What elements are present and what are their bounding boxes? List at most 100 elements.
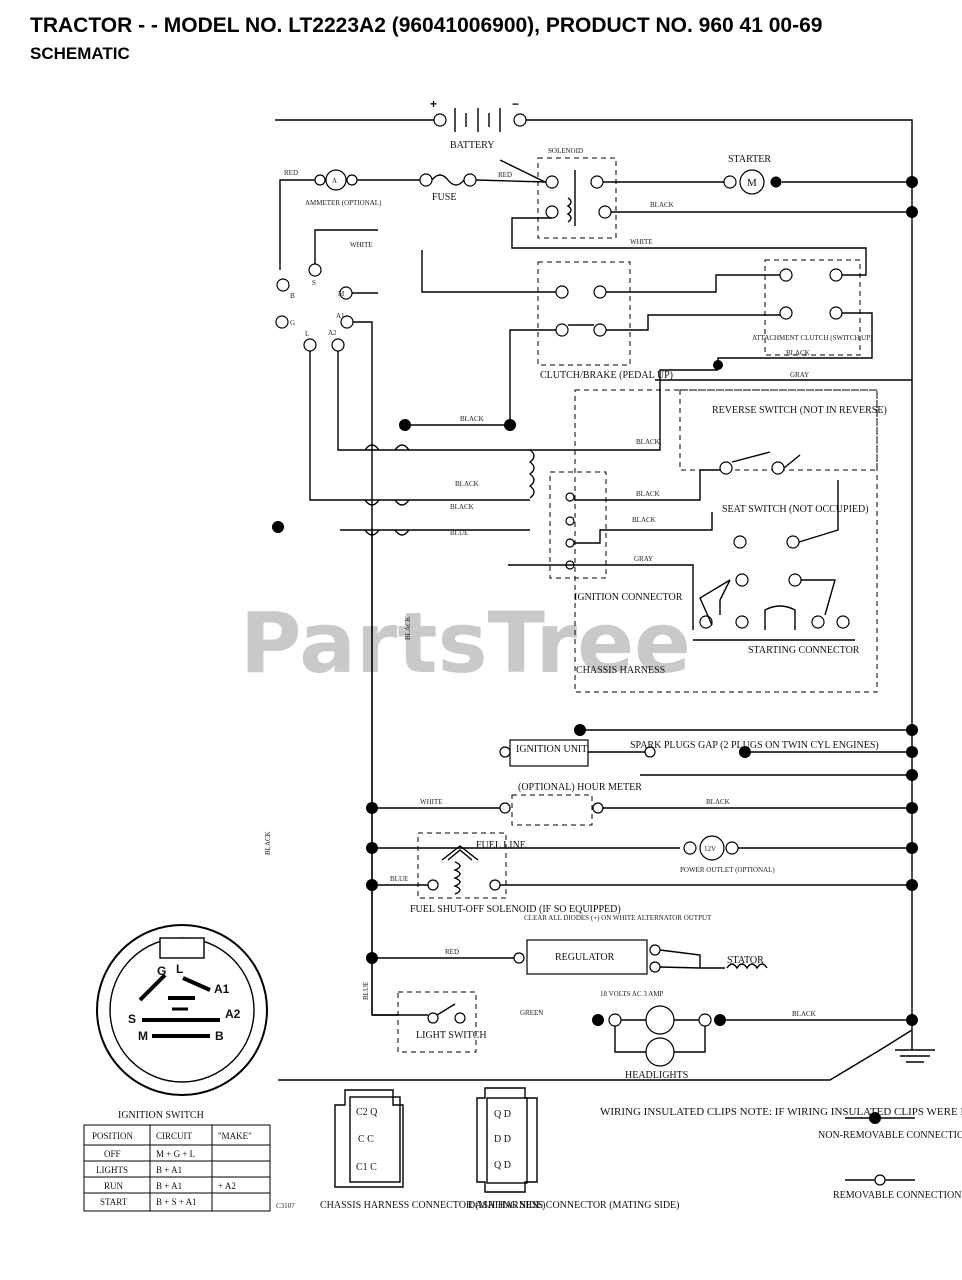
ignition-unit-label: IGNITION UNIT xyxy=(516,744,587,755)
solenoid: SOLENOID xyxy=(499,147,617,239)
wire-black-6: BLACK xyxy=(450,503,474,511)
svg-text:Q D: Q D xyxy=(494,1160,511,1171)
stator: STATOR xyxy=(726,955,768,970)
svg-text:B: B xyxy=(290,292,295,300)
wire-black-12: BLACK xyxy=(792,1010,816,1018)
power-outlet-label: POWER OUTLET (OPTIONAL) xyxy=(680,866,775,874)
table-row-3-position: START xyxy=(100,1197,128,1207)
hour-meter-label: (OPTIONAL) HOUR METER xyxy=(518,782,642,793)
svg-text:A2: A2 xyxy=(328,329,337,337)
starting-connector: STARTING CONNECTOR xyxy=(693,573,860,656)
wire-black-3: BLACK xyxy=(460,415,484,423)
starter-m: M xyxy=(747,177,757,189)
chassis-harness-label: CHASSIS HARNESS xyxy=(576,665,665,676)
junction-dot xyxy=(272,521,284,533)
table-row-2-position: RUN xyxy=(104,1181,124,1191)
table-row-0-position: OFF xyxy=(104,1149,121,1159)
table-header-circuit: CIRCUIT xyxy=(156,1131,193,1141)
headlights-label: HEADLIGHTS xyxy=(625,1070,688,1081)
table-header-make: "MAKE" xyxy=(218,1131,252,1141)
attachment-clutch-label: ATTACHMENT CLUTCH (SWITCH UP) xyxy=(752,334,873,342)
wire-black-4: BLACK xyxy=(636,438,660,446)
spark-plugs-label: SPARK PLUGS GAP (2 PLUGS ON TWIN CYL ENG… xyxy=(630,740,879,751)
svg-text:A1: A1 xyxy=(214,982,230,996)
clutch-brake: CLUTCH/BRAKE (PEDAL UP) xyxy=(537,261,673,381)
starter: M STARTER xyxy=(603,154,918,195)
table-row-0-circuit: M + G + L xyxy=(156,1149,195,1159)
ignition-switch-label: IGNITION SWITCH xyxy=(118,1110,204,1121)
fuel-line-label: FUEL LINE xyxy=(476,840,526,851)
regulator-note: CLEAR ALL DIODES (+) ON WHITE ALTERNATOR… xyxy=(524,914,712,922)
regulator: REGULATOR CLEAR ALL DIODES (+) ON WHITE … xyxy=(513,914,712,975)
table-header-position: POSITION xyxy=(92,1131,134,1141)
figure-code: C3107 xyxy=(276,1202,295,1210)
wire-red-3: RED xyxy=(445,948,459,956)
solenoid-label: SOLENOID xyxy=(548,147,583,155)
svg-text:A1: A1 xyxy=(336,312,345,320)
light-switch-label: LIGHT SWITCH xyxy=(416,1030,487,1041)
wire-blue-2: BLUE xyxy=(362,982,370,1000)
power-outlet: 12V POWER OUTLET (OPTIONAL) xyxy=(680,835,775,874)
attachment-clutch: ATTACHMENT CLUTCH (SWITCH UP) xyxy=(752,259,873,356)
wire-gray-1: GRAY xyxy=(790,371,809,379)
watermark: PartsTree xyxy=(240,594,691,692)
safety-switch-box xyxy=(574,389,878,693)
dash-connector: Q D D D Q D DASH HARNESS CONNECTOR (MATI… xyxy=(468,1087,680,1211)
battery: + − BATTERY xyxy=(430,97,527,151)
frame-wires xyxy=(275,119,935,1081)
wire-gray-2: GRAY xyxy=(634,555,653,563)
chassis-connector-label: CHASSIS HARNESS CONNECTOR (MATING SIDE) xyxy=(320,1200,545,1211)
svg-text:D D: D D xyxy=(494,1134,511,1145)
headlights: HEADLIGHTS xyxy=(592,1005,726,1081)
hour-meter: (OPTIONAL) HOUR METER xyxy=(499,782,642,826)
page-subtitle: SCHEMATIC xyxy=(30,44,130,63)
reverse-switch-label: REVERSE SWITCH (NOT IN REVERSE) xyxy=(712,405,887,416)
svg-text:C1 C: C1 C xyxy=(356,1162,377,1173)
light-switch: LIGHT SWITCH xyxy=(397,991,487,1053)
wire-black-11: BLACK xyxy=(706,798,730,806)
table-row-1-circuit: B + A1 xyxy=(156,1165,182,1175)
reverse-switch: REVERSE SWITCH (NOT IN REVERSE) xyxy=(712,405,887,475)
starter-label: STARTER xyxy=(728,154,771,165)
regulator-label: REGULATOR xyxy=(555,952,615,963)
seat-switch-label: SEAT SWITCH (NOT OCCUPIED) xyxy=(722,504,869,515)
table-row-2-circuit: B + A1 xyxy=(156,1181,182,1191)
svg-text:G: G xyxy=(157,964,166,978)
wire-black-9: BLACK xyxy=(404,616,412,640)
wiring-clips-note: WIRING INSULATED CLIPS NOTE: IF WIRING I… xyxy=(600,1106,962,1118)
battery-label: BATTERY xyxy=(450,140,494,151)
fuel-solenoid-label: FUEL SHUT-OFF SOLENOID (IF SO EQUIPPED) xyxy=(410,904,621,915)
ignition-switch-table: POSITION CIRCUIT "MAKE" OFF M + G + L LI… xyxy=(83,1124,271,1212)
wire-white-2: WHITE xyxy=(350,241,373,249)
svg-text:L: L xyxy=(305,330,309,338)
stator-label: STATOR xyxy=(727,955,764,966)
wire-black-5: BLACK xyxy=(455,480,479,488)
power-outlet-12v: 12V xyxy=(704,845,716,853)
wire-black-7: BLACK xyxy=(636,490,660,498)
removable-label: REMOVABLE CONNECTIONS xyxy=(833,1190,962,1201)
svg-text:−: − xyxy=(512,97,519,111)
wire-white-3: WHITE xyxy=(420,798,443,806)
wire-blue-3: BLUE xyxy=(390,875,408,883)
wire-black-1: BLACK xyxy=(650,201,674,209)
dash-connector-label: DASH HARNESS CONNECTOR (MATING SIDE) xyxy=(468,1200,680,1211)
ignition-connector-label: IGNITION CONNECTOR xyxy=(574,592,683,603)
wire-blue-1: BLUE xyxy=(450,529,468,537)
wire-crossovers xyxy=(364,444,410,536)
ammeter: A RED AMMETER (OPTIONAL) xyxy=(279,169,382,270)
ignition-terminal-cluster: S B M G A1 L A2 WHITE xyxy=(275,241,373,352)
connection-legend: NON-REMOVABLE CONNECTIONS REMOVABLE CONN… xyxy=(818,1112,962,1201)
svg-text:L: L xyxy=(176,962,183,976)
svg-text:M: M xyxy=(138,1029,148,1043)
svg-text:C2 Q: C2 Q xyxy=(356,1107,378,1118)
wire-black-10: BLACK xyxy=(264,831,272,855)
svg-text:C C: C C xyxy=(358,1134,374,1145)
table-row-2-make: + A2 xyxy=(218,1181,236,1191)
stator-note: 18 VOLTS AC 3 AMP xyxy=(600,990,664,998)
fuse-label: FUSE xyxy=(432,192,456,203)
page-title: TRACTOR - - MODEL NO. LT2223A2 (96041006… xyxy=(30,14,823,37)
clutch-brake-label: CLUTCH/BRAKE (PEDAL UP) xyxy=(540,370,673,381)
wire-red-1: RED xyxy=(284,169,298,177)
svg-text:Q D: Q D xyxy=(494,1109,511,1120)
